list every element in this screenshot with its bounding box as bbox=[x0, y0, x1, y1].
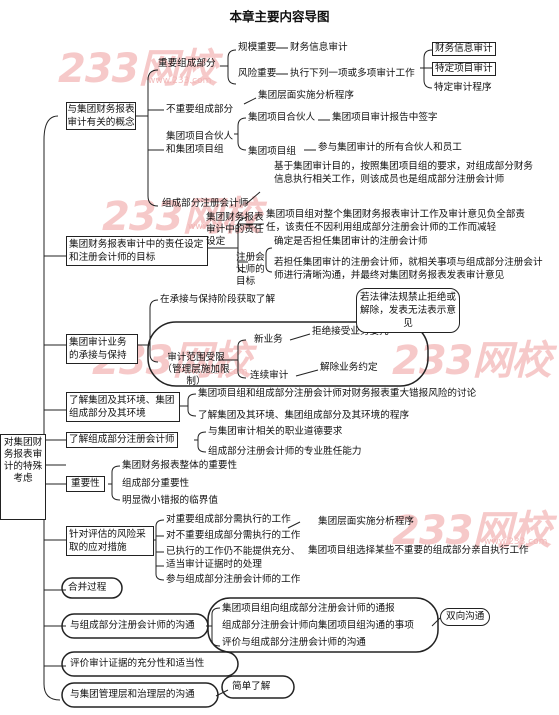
node-new: 新业务 bbox=[254, 334, 283, 345]
node-cont: 连续审计 bbox=[250, 370, 289, 381]
watermark: 233网校 bbox=[392, 508, 551, 554]
node-comp-auditor: 组成部分注册会计师 bbox=[162, 198, 249, 209]
node-risk-item: 执行下列一项或多项审计工作 bbox=[290, 68, 415, 79]
node-law: 若法律法规禁止拒绝或解除，发表无法表示意见 bbox=[356, 288, 460, 333]
node-partners: 集团项目合伙人和集团项目组 bbox=[166, 131, 234, 155]
node-new-item: 拒绝接受业务委托 bbox=[312, 326, 389, 337]
node-resp-item3: 已执行的工作仍不能提供充分、适当审计证据时的处理 bbox=[166, 546, 301, 570]
watermark-url: www.233.com bbox=[484, 537, 548, 547]
branch-response: 针对评估的风险采取的应对措施 bbox=[66, 526, 154, 556]
node-scale-item: 财务信息审计 bbox=[290, 42, 348, 53]
branch-materiality: 重要性 bbox=[66, 476, 105, 492]
watermark-url: www.233.com bbox=[188, 222, 252, 232]
node-resp: 集团财务报表审计中的责任设定 bbox=[206, 212, 264, 247]
root-node: 对集团财务报表审计的特殊考虑 bbox=[0, 434, 46, 520]
node-mat-item1: 集团财务报表整体的重要性 bbox=[122, 460, 238, 471]
branch-concepts: 与集团财务报表审计有关的概念 bbox=[66, 102, 136, 130]
node-governance-note: 简单了解 bbox=[232, 681, 271, 692]
node-goal: 注册会计师的目标 bbox=[236, 252, 265, 287]
node-scale: 规模重要 bbox=[238, 42, 277, 53]
node-ug-item2: 了解集团及其环境、集团组成部分及其环境的程序 bbox=[198, 410, 410, 421]
watermark: 233网校 bbox=[102, 194, 261, 240]
node-comm-both: 双向沟通 bbox=[440, 608, 491, 626]
watermark: 233网校 bbox=[392, 338, 551, 384]
node-unimportant: 不重要组成部分 bbox=[166, 104, 234, 115]
node-goal1: 确定是否担任集团审计的注册会计师 bbox=[274, 236, 428, 247]
node-resp-item1: 对重要组成部分需执行的工作 bbox=[166, 514, 291, 525]
node-cont-item: 解除业务约定 bbox=[320, 362, 378, 373]
node-mat-item3: 明显微小错报的临界值 bbox=[122, 495, 218, 506]
branch-responsibility: 集团财务报表审计中的责任设定和注册会计师的目标 bbox=[66, 236, 208, 266]
branch-engagement: 集团审计业务的承接与保持 bbox=[66, 334, 138, 364]
node-comm-item3: 评价与组成部分注册会计师的沟通 bbox=[222, 637, 366, 648]
node-ua-item1: 与集团审计相关的职业道德要求 bbox=[208, 426, 343, 437]
node-ug-item1: 集团项目组和组成部分注册会计师对财务报表重大错报风险的讨论 bbox=[198, 388, 477, 399]
node-goal2: 若担任集团审计的注册会计师，就相关事项与组成部分注册会计师进行清晰沟通，并最终对… bbox=[274, 257, 543, 281]
node-resp-item3-sub: 集团项目组选择某些不重要的组成部分亲自执行工作 bbox=[308, 545, 529, 556]
node-ua-item2: 组成部分注册会计师的专业胜任能力 bbox=[208, 446, 362, 457]
node-limit: 审计范围受限（管理层施加限制） bbox=[162, 352, 230, 387]
watermark: 233网校 bbox=[58, 46, 217, 92]
node-risk-opt1: 财务信息审计 bbox=[432, 42, 496, 56]
node-partner: 集团项目合伙人 bbox=[248, 112, 316, 123]
node-risk-opt3: 特定审计程序 bbox=[434, 82, 492, 93]
branch-evidence: 评价审计证据的充分性和适当性 bbox=[70, 658, 205, 669]
watermark-url: www.233.com bbox=[148, 76, 212, 86]
node-partner-item: 集团项目审计报告中签字 bbox=[332, 112, 438, 123]
branch-consolidation: 合并过程 bbox=[68, 582, 107, 593]
node-comm-item2: 组成部分注册会计师向集团项目组沟通的事项 bbox=[222, 620, 414, 631]
node-team: 集团项目组 bbox=[248, 146, 296, 157]
branch-understand-auditor: 了解组成部分注册会计师 bbox=[66, 432, 178, 448]
node-team-item: 参与集团审计的所有合伙人和员工 bbox=[318, 142, 462, 153]
node-risk-opt2: 特定项目审计 bbox=[432, 62, 496, 76]
node-resp-text: 集团项目组对整个集团财务报表审计工作及审计意见负全部责任，该责任不因利用组成部分… bbox=[266, 209, 526, 233]
node-comp-auditor-def: 基于集团审计目的，按照集团项目组的要求，对组成部分财务信息执行相关工作，则该成员… bbox=[274, 161, 534, 185]
branch-governance: 与集团管理层和治理层的沟通 bbox=[70, 689, 195, 700]
node-decide: 在承接与保持阶段获取了解 bbox=[160, 294, 276, 305]
node-resp-item2: 对不重要组成部分需执行的工作 bbox=[166, 530, 301, 541]
node-risk: 风险重要 bbox=[238, 68, 277, 79]
node-mat-item2: 组成部分重要性 bbox=[122, 478, 190, 489]
node-resp-item4: 参与组成部分注册会计师的工作 bbox=[166, 574, 301, 585]
node-resp-item2-sub: 集团层面实施分析程序 bbox=[318, 516, 414, 527]
branch-communication: 与组成部分注册会计师的沟通 bbox=[70, 620, 195, 631]
watermark-url: www.233.com bbox=[184, 367, 248, 377]
node-important: 重要组成部分 bbox=[158, 58, 216, 69]
node-comm-item1: 集团项目组向组成部分注册会计师的通报 bbox=[222, 603, 395, 614]
branch-understand-group: 了解集团及其环境、集团组成部分及其环境 bbox=[66, 392, 180, 422]
page-title: 本章主要内容导图 bbox=[229, 9, 330, 24]
node-unimportant-item: 集团层面实施分析程序 bbox=[258, 90, 354, 101]
